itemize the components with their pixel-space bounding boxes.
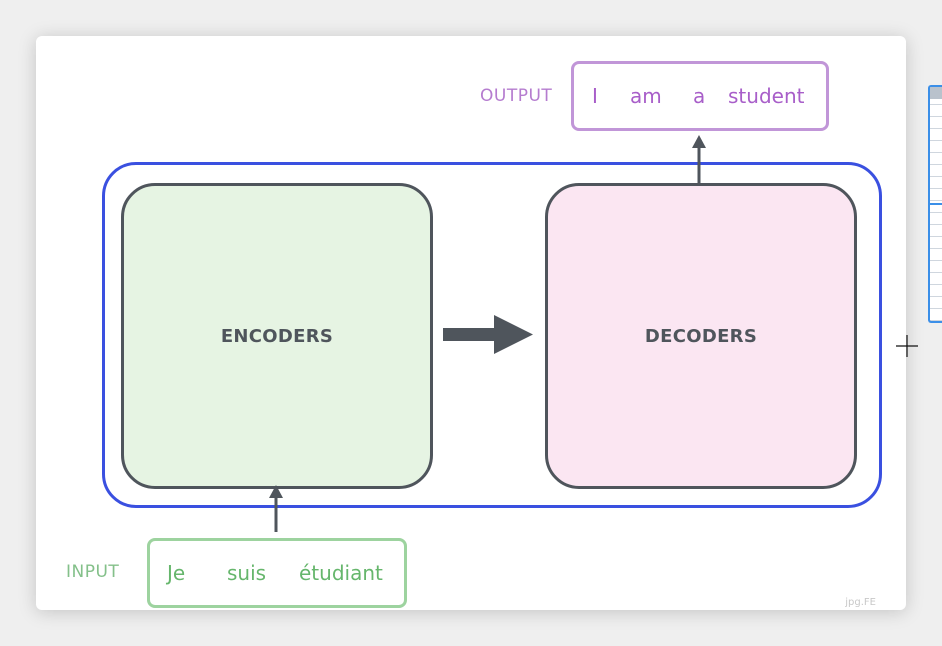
side-panel-divider bbox=[930, 203, 942, 205]
arrows-layer bbox=[269, 135, 706, 532]
decoders-label: DECODERS bbox=[644, 325, 758, 347]
decoder-to-output-arrow bbox=[692, 135, 706, 183]
diagram-canvas: ENCODERS DECODERS OUTPUT I am a student … bbox=[36, 36, 906, 610]
output-token: am bbox=[630, 84, 662, 108]
input-sequence-box: Je suis étudiant bbox=[147, 538, 407, 608]
input-token: Je bbox=[167, 561, 186, 585]
side-panel-header bbox=[930, 87, 942, 99]
output-sequence-box: I am a student bbox=[571, 61, 829, 131]
watermark: jpg.FE bbox=[845, 597, 876, 608]
output-tag: OUTPUT bbox=[480, 86, 553, 106]
output-token: student bbox=[728, 84, 805, 108]
output-token: a bbox=[693, 84, 706, 108]
input-to-encoder-arrow bbox=[269, 485, 283, 532]
input-token: étudiant bbox=[299, 561, 383, 585]
input-tag: INPUT bbox=[66, 562, 120, 582]
crosshair-cursor-icon bbox=[896, 335, 918, 357]
encoder-to-decoder-arrow bbox=[443, 315, 533, 354]
decoders-block: DECODERS bbox=[545, 183, 857, 489]
output-token: I bbox=[592, 84, 598, 108]
encoder-decoder-container bbox=[102, 162, 882, 508]
side-panel-thumbnail[interactable] bbox=[928, 85, 942, 323]
input-token: suis bbox=[227, 561, 267, 585]
encoders-label: ENCODERS bbox=[220, 325, 334, 347]
